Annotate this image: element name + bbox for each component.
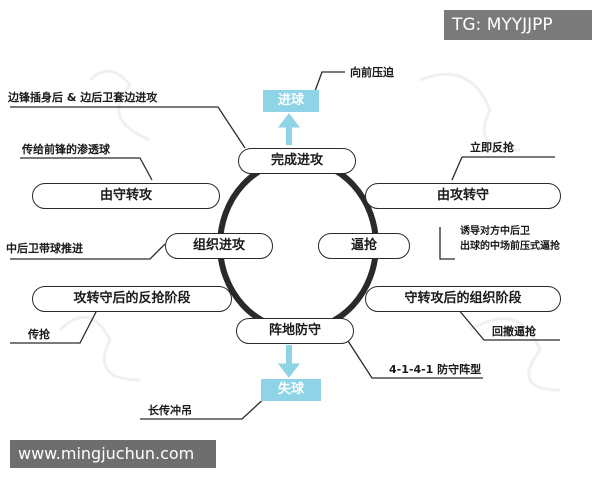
background-decoration	[58, 69, 561, 392]
stage-build-up: 组织进攻	[165, 233, 273, 259]
transition-counterpress-phase: 攻转守后的反抢阶段	[32, 286, 232, 312]
note-retreat-press: 回撤逼抢	[492, 325, 536, 338]
note-formation: 4-1-4-1 防守阵型	[389, 363, 482, 376]
note-cb-dribble: 中后卫带球推进	[6, 242, 83, 255]
watermark-website: www.mingjuchun.com	[10, 440, 216, 468]
stage-pressing: 逼抢	[318, 233, 410, 259]
note-steal: 传抢	[28, 328, 50, 341]
stage-complete-attack: 完成进攻	[238, 148, 356, 174]
stage-positional-defence: 阵地防守	[236, 318, 354, 344]
note-immediate-counterpress: 立即反抢	[470, 141, 514, 154]
note-trap-line-1: 诱导对方中后卫	[460, 226, 530, 237]
transition-attack-to-defence: 由攻转守	[365, 183, 561, 209]
transition-build-up-phase: 守转攻后的组织阶段	[365, 286, 561, 312]
goal-box: 进球	[263, 90, 319, 112]
lose-ball-box: 失球	[261, 379, 321, 401]
watermark-telegram: TG: MYYJJPP	[444, 10, 592, 40]
note-trap-line-2: 出球的中场前压式逼抢	[460, 241, 560, 252]
action-arrows	[277, 113, 301, 378]
note-through-ball: 传给前锋的渗透球	[22, 143, 110, 156]
transition-defence-to-attack: 由守转攻	[32, 183, 220, 209]
note-flank-overlap: 边锋插身后 & 边后卫套边进攻	[8, 91, 158, 104]
note-press-forward: 向前压迫	[350, 66, 394, 79]
leader-lines	[10, 71, 560, 420]
note-long-ball: 长传冲吊	[148, 404, 192, 417]
